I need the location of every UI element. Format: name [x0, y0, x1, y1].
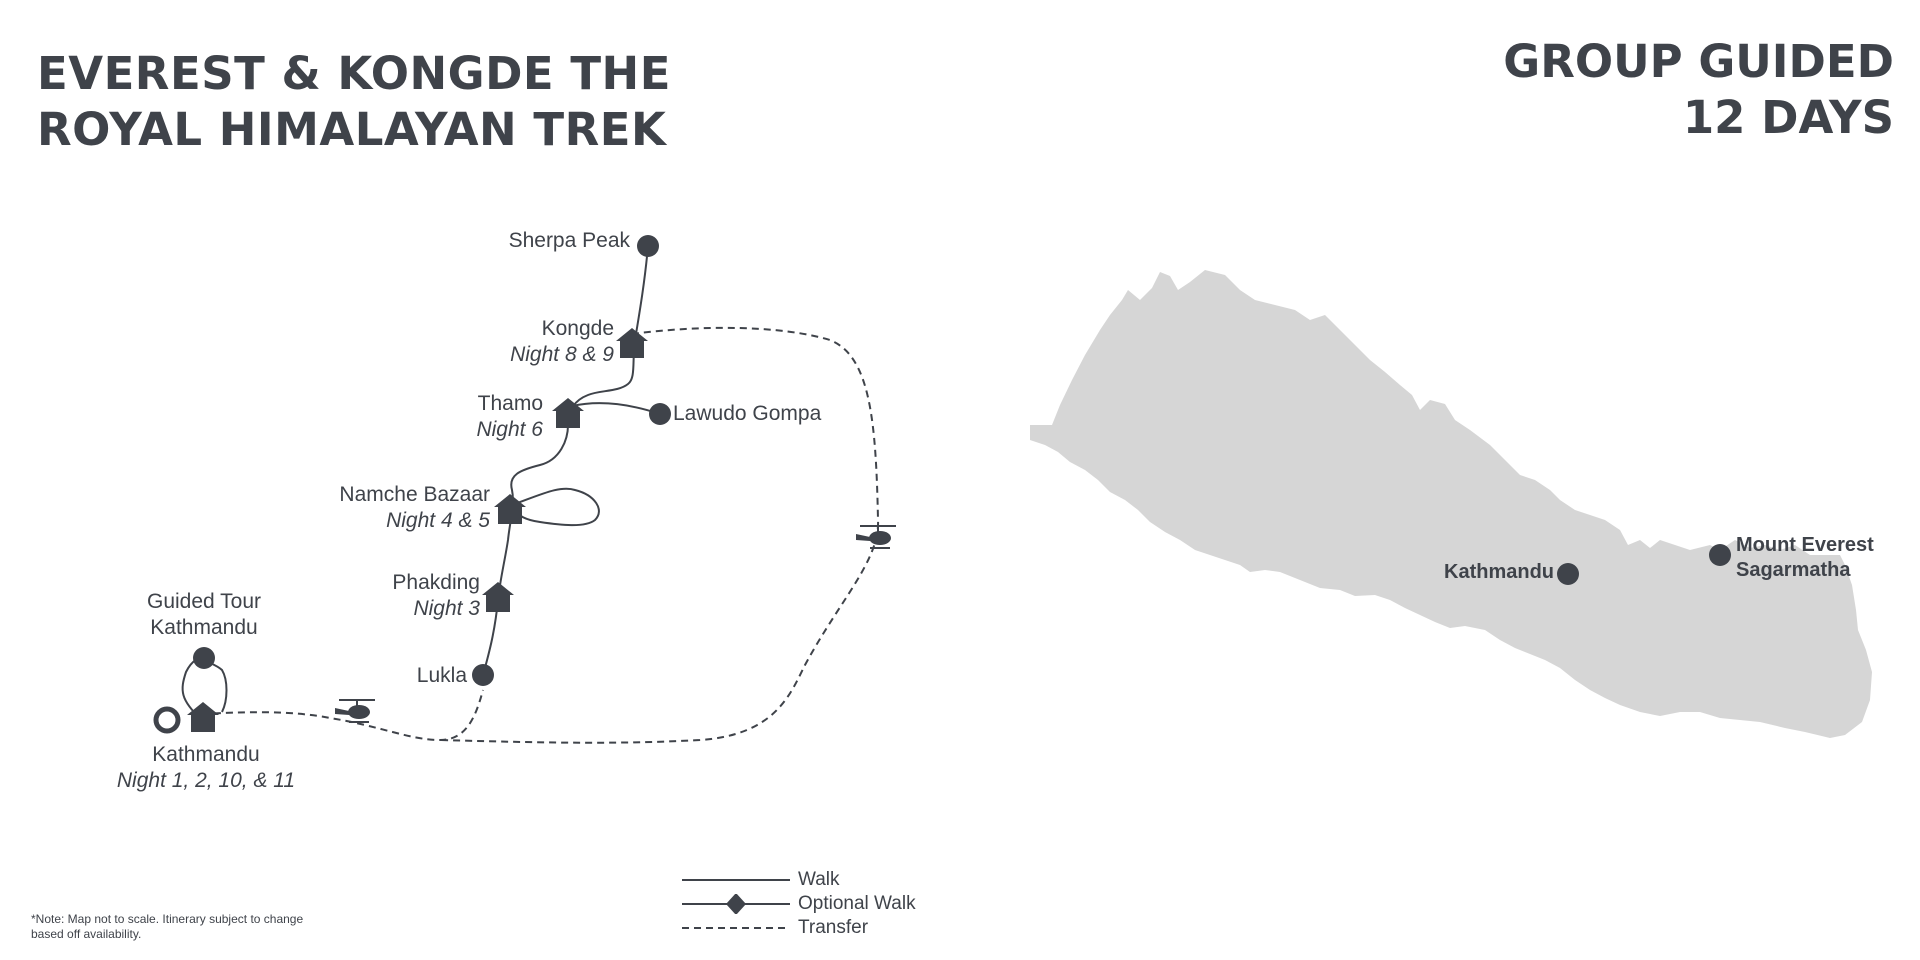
phakding-house-icon — [482, 582, 514, 612]
lawudo-gompa-dot-icon — [649, 403, 671, 425]
inset-label-kathmandu: Kathmandu — [1444, 561, 1554, 583]
label-namche-bazaar: Namche Bazaar Night 4 & 5 — [339, 483, 490, 532]
helicopter-icon-east — [855, 525, 897, 549]
transfer-route-kathmandu-lukla — [201, 689, 484, 742]
start-ring-icon — [153, 706, 181, 734]
label-guided-tour: Guided Tour Kathmandu — [146, 590, 262, 639]
walk-route-thamo-lawudo — [571, 402, 661, 415]
label-lawudo-gompa: Lawudo Gompa — [673, 402, 822, 425]
inset-kathmandu-dot-icon — [1557, 563, 1579, 585]
disclaimer-note: *Note: Map not to scale. Itinerary subje… — [31, 912, 304, 941]
thamo-house-icon — [552, 398, 584, 428]
transfer-dash-swatch — [682, 927, 790, 929]
legend-optional-walk: Optional Walk — [680, 894, 980, 914]
inset-label-everest: Mount Everest Sagarmatha — [1736, 534, 1874, 581]
walk-line-swatch — [682, 879, 790, 881]
sherpa-peak-dot-icon — [637, 235, 659, 257]
namche-house-icon — [494, 494, 526, 524]
label-lukla: Lukla — [416, 664, 467, 687]
lukla-dot-icon — [472, 664, 494, 686]
label-sherpa-peak: Sherpa Peak — [508, 229, 630, 252]
badge-type: GROUP GUIDED — [1503, 35, 1894, 88]
title-line-1: EVEREST & KONGDE THE — [37, 47, 671, 100]
title-line-2: ROYAL HIMALAYAN TREK — [37, 103, 667, 156]
diamond-icon — [682, 894, 790, 914]
page-title: EVEREST & KONGDE THE ROYAL HIMALAYAN TRE… — [37, 46, 671, 158]
label-phakding: Phakding Night 3 — [392, 571, 480, 620]
trip-badge: GROUP GUIDED 12 DAYS — [1503, 34, 1894, 146]
label-kathmandu: Kathmandu Night 1, 2, 10, & 11 — [116, 743, 296, 792]
guided-tour-dot-icon — [193, 647, 215, 669]
transfer-route-kongde-kathmandu — [439, 326, 880, 744]
label-thamo: Thamo Night 6 — [476, 392, 543, 441]
legend-transfer: Transfer — [680, 918, 980, 938]
helicopter-icon-west — [334, 699, 376, 723]
label-kongde: Kongde Night 8 & 9 — [510, 317, 614, 366]
walk-route-namche-loop — [511, 487, 600, 527]
kongde-house-icon — [616, 328, 648, 358]
badge-duration: 12 DAYS — [1682, 91, 1894, 144]
country-silhouette — [1030, 270, 1872, 738]
inset-everest-dot-icon — [1709, 544, 1731, 566]
legend-walk: Walk — [680, 870, 980, 890]
kathmandu-house-icon — [187, 702, 219, 732]
